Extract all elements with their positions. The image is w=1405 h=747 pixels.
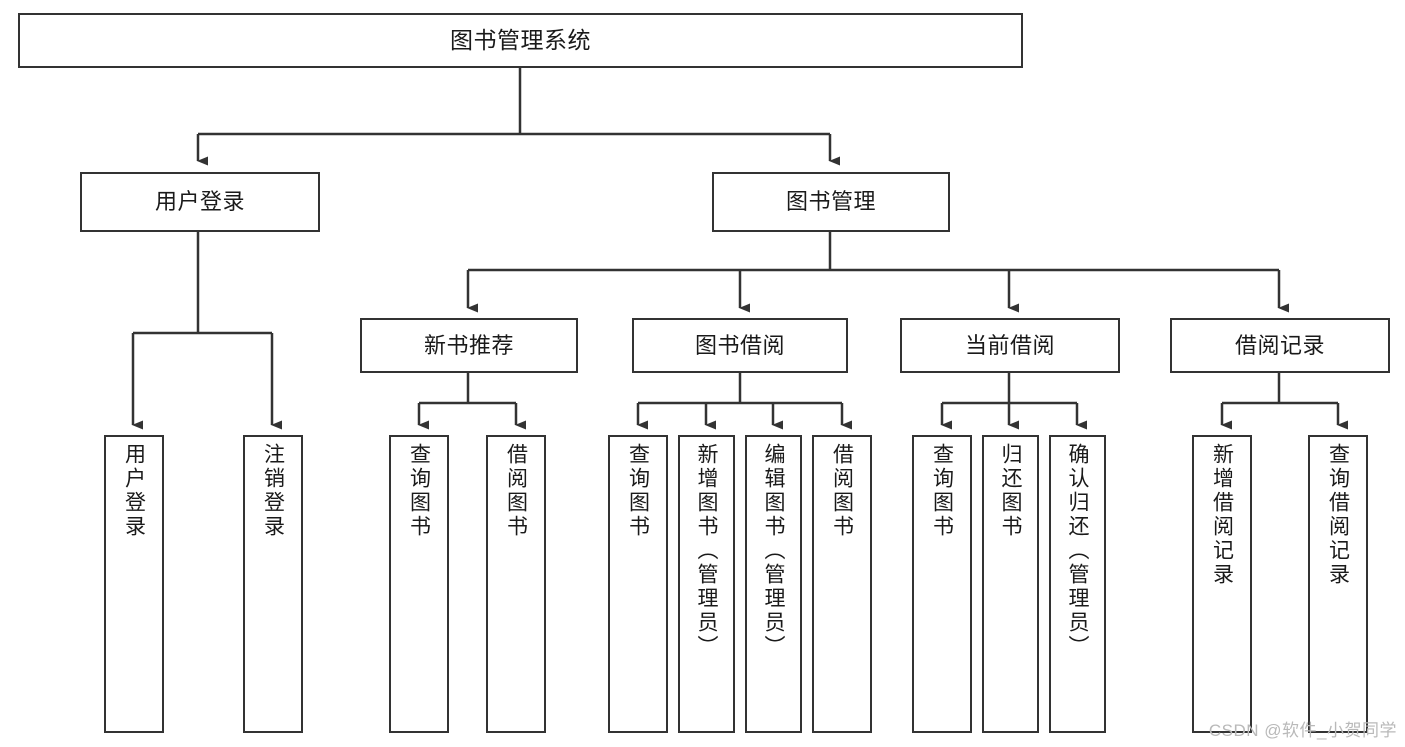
leaf-new-book-borrow-book[interactable]: 借阅图书 [486,435,546,733]
leaf-user-login-logout[interactable]: 注销登录 [243,435,303,733]
leaf-borrow-book-query-book[interactable]: 查询图书 [608,435,668,733]
leaf-borrow-book-borrow-book[interactable]: 借阅图书 [812,435,872,733]
node-label: 当前借阅 [964,332,1055,358]
node-new-book-recommend[interactable]: 新书推荐 [360,318,578,373]
node-label: 查询图书 [930,443,954,539]
node-book-borrow[interactable]: 图书借阅 [632,318,848,373]
node-user-login[interactable]: 用户登录 [80,172,320,232]
node-label: 查询借阅记录 [1326,443,1350,587]
leaf-new-book-query-book[interactable]: 查询图书 [389,435,449,733]
node-label: 归还图书 [999,443,1022,539]
node-borrow-record[interactable]: 借阅记录 [1170,318,1390,373]
node-label: 借阅图书 [504,443,528,539]
node-label: 用户登录 [122,443,146,539]
node-label: 借阅记录 [1234,332,1325,358]
leaf-borrow-record-query-record[interactable]: 查询借阅记录 [1308,435,1368,733]
node-label: 用户登录 [154,189,245,215]
node-label: 确认归还（管理员） [1066,443,1089,659]
node-label: 编辑图书（管理员） [762,443,785,659]
node-book-management[interactable]: 图书管理 [712,172,950,232]
leaf-current-borrow-query-book[interactable]: 查询图书 [912,435,972,733]
node-current-borrow[interactable]: 当前借阅 [900,318,1120,373]
node-label: 借阅图书 [830,443,854,539]
node-label: 新增借阅记录 [1210,443,1234,587]
node-label: 新书推荐 [423,332,514,358]
leaf-borrow-record-add-record[interactable]: 新增借阅记录 [1192,435,1252,733]
node-label: 查询图书 [626,443,650,539]
node-root-book-management-system[interactable]: 图书管理系统 [18,13,1023,68]
leaf-current-borrow-confirm-return-admin[interactable]: 确认归还（管理员） [1049,435,1106,733]
node-label: 图书管理系统 [450,26,591,53]
leaf-borrow-book-add-book-admin[interactable]: 新增图书（管理员） [678,435,735,733]
leaf-borrow-book-edit-book-admin[interactable]: 编辑图书（管理员） [745,435,802,733]
leaf-current-borrow-return-book[interactable]: 归还图书 [982,435,1039,733]
node-label: 图书管理 [785,189,876,215]
node-label: 图书借阅 [694,332,785,358]
node-label: 注销登录 [261,443,285,539]
leaf-user-login-login[interactable]: 用户登录 [104,435,164,733]
node-label: 查询图书 [407,443,431,539]
node-label: 新增图书（管理员） [695,443,718,659]
